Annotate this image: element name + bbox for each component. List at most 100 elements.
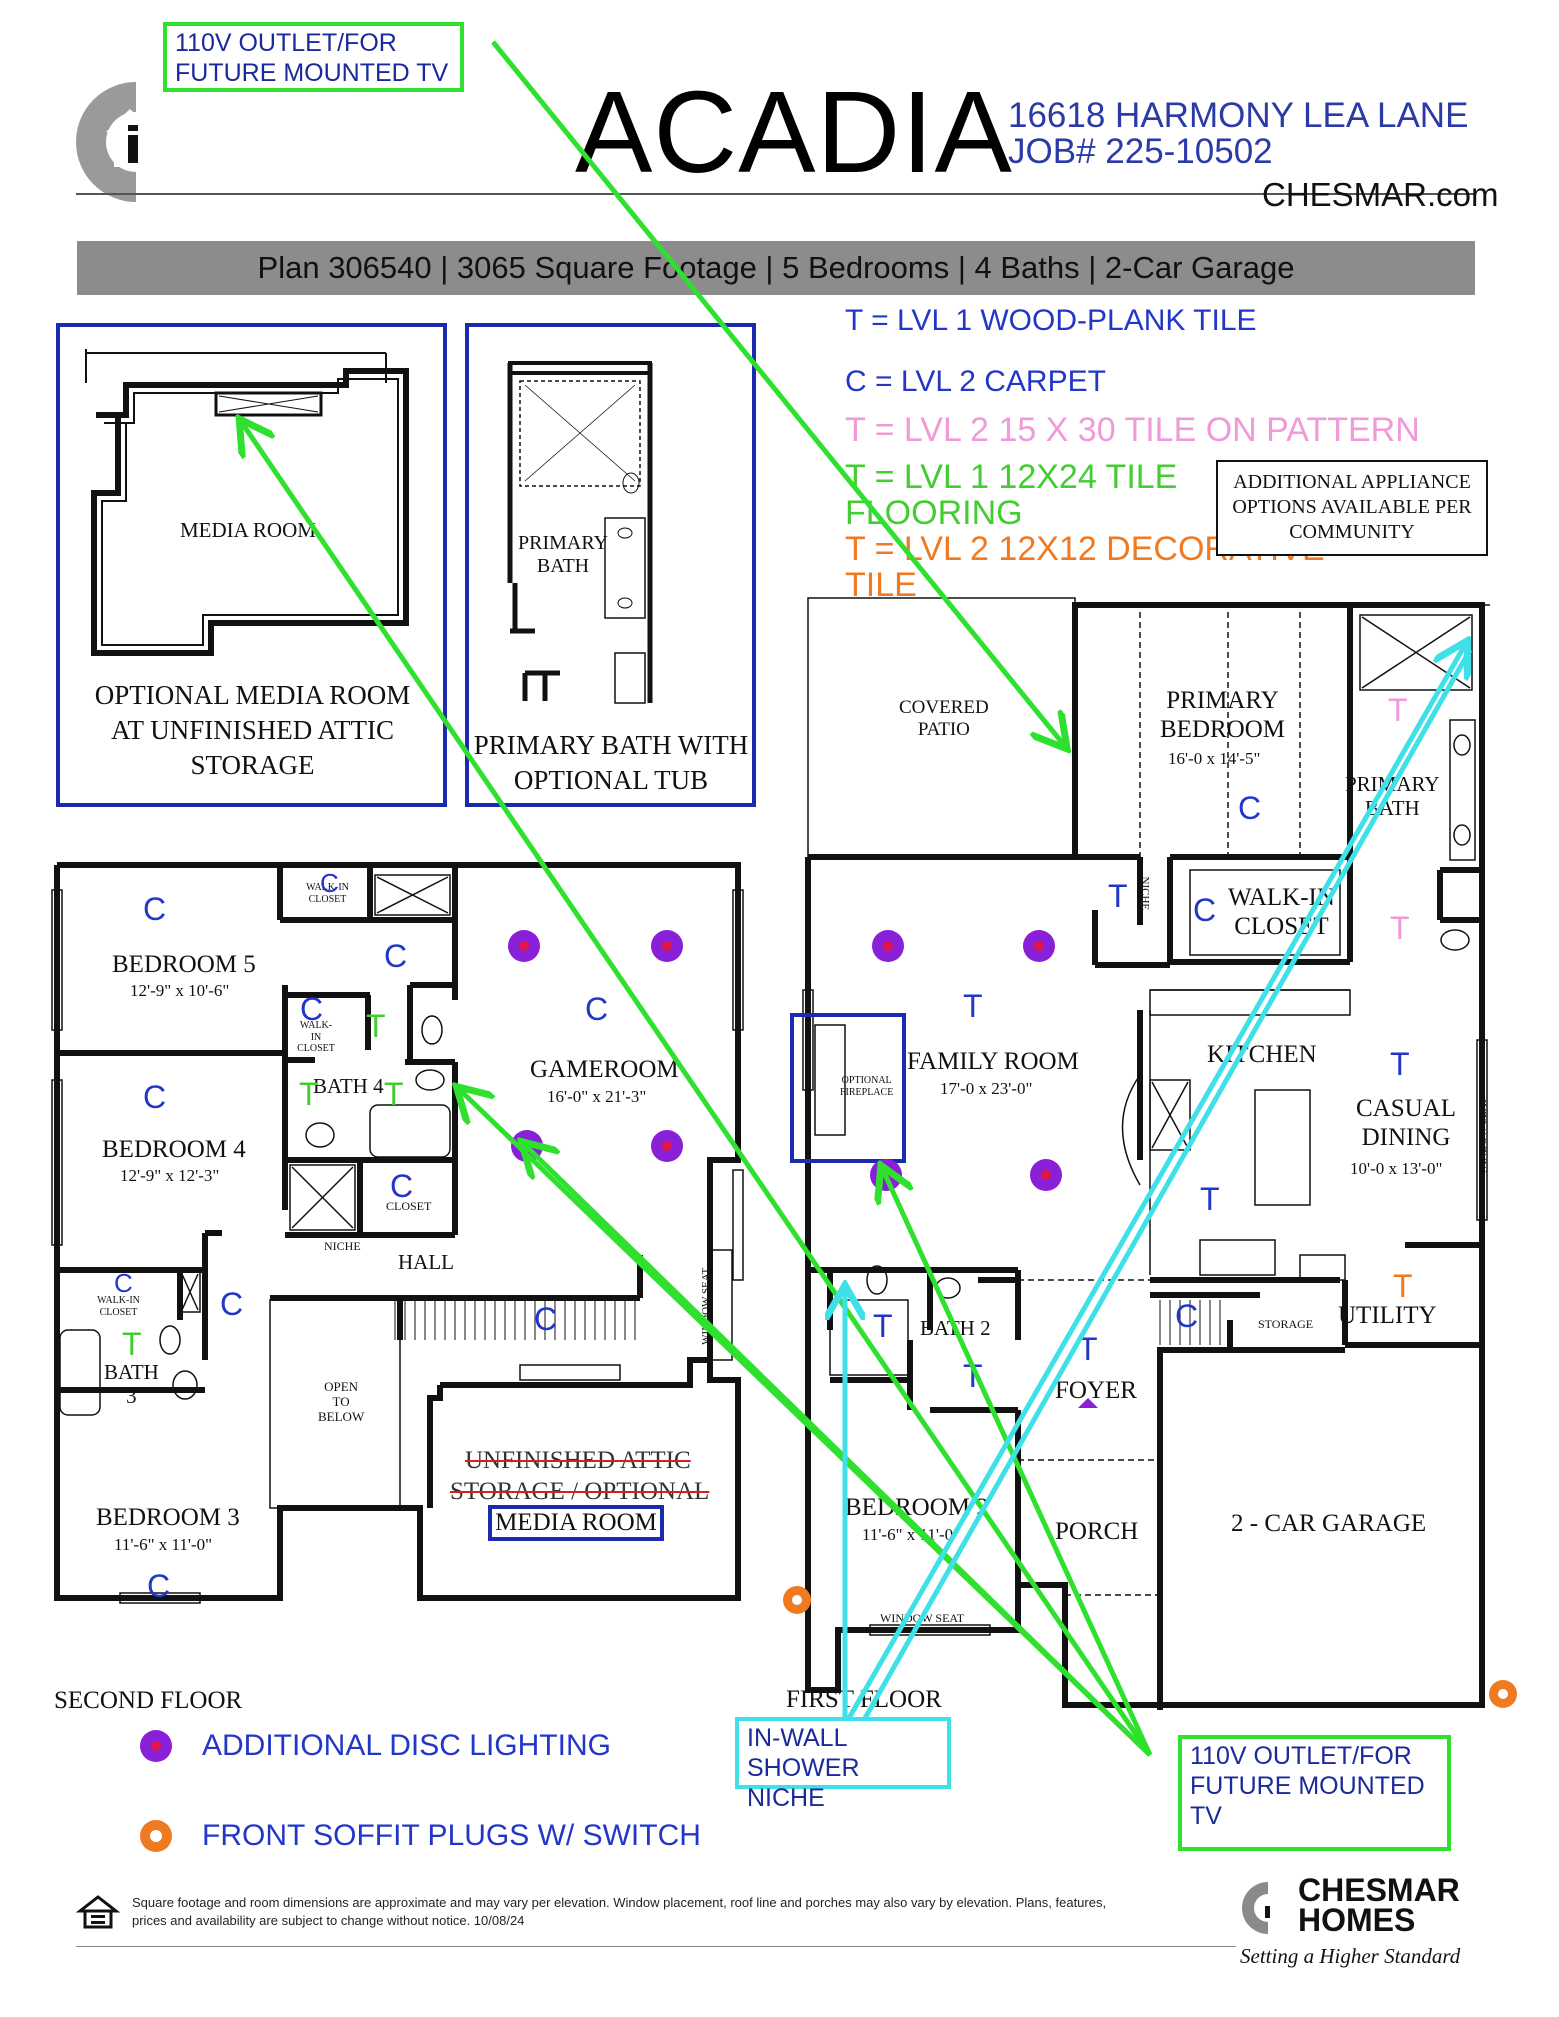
brand-tagline: Setting a Higher Standard [1240, 1944, 1461, 1968]
carpet-mark: C [534, 1301, 558, 1337]
tile-mark: T [384, 1076, 404, 1112]
casual-dining-dimensions: 10'-0 x 13'-0" [1350, 1159, 1443, 1178]
family-room-label: FAMILY ROOM [907, 1048, 1079, 1075]
primary-bedroom-label: PRIMARY BEDROOM [1160, 687, 1285, 745]
soffit-plug-legend-icon [140, 1820, 172, 1852]
appliance-options-note: ADDITIONAL APPLIANCE OPTIONS AVAILABLE P… [1216, 460, 1488, 556]
tile-mark: T [1393, 1268, 1413, 1304]
tv-outlet-callout-bottom: 110V OUTLET/FOR FUTURE MOUNTED TV [1178, 1735, 1451, 1851]
carpet-mark: C [1175, 1298, 1199, 1334]
tile-mark: T [1108, 878, 1128, 914]
callout-text-line: 110V OUTLET/FOR [175, 29, 397, 57]
tile-mark: T [299, 1076, 319, 1112]
tile-mark: T [1078, 1331, 1098, 1367]
label-line: PRIMARY [1166, 687, 1279, 714]
soffit-plugs-legend-text: FRONT SOFFIT PLUGS W/ SWITCH [202, 1819, 701, 1852]
primary-bath-label: PRIMARY BATH [1345, 772, 1440, 820]
callout-text-line: SHOWER NICHE [747, 1754, 860, 1812]
disclaimer-line: Square footage and room dimensions are a… [132, 1895, 1107, 1910]
shower-niche-callout: IN-WALL SHOWER NICHE [735, 1717, 951, 1812]
porch-label: PORCH [1055, 1518, 1139, 1545]
note-line: OPTIONS AVAILABLE PER [1232, 496, 1472, 518]
disclaimer-line: prices and availability are subject to c… [132, 1913, 525, 1929]
disclaimer: Square footage and room dimensions are a… [132, 1894, 1232, 1930]
covered-patio-label: COVERED PATIO [899, 697, 989, 741]
utility-label: UTILITY [1338, 1302, 1437, 1329]
website-label: CHESMAR.com [1262, 176, 1499, 213]
callout-text-line: IN-WALL [747, 1724, 848, 1752]
carpet-mark: C [1238, 790, 1262, 826]
bedroom3-dimensions: 11'-6" x 11'-0" [114, 1535, 213, 1554]
label-line: CLOSET [1234, 912, 1329, 940]
callout-text-line: FUTURE MOUNTED [1190, 1772, 1425, 1800]
carpet-mark: C [585, 991, 609, 1027]
walkin-closet-label-bed3: WALK-IN CLOSET [97, 1295, 140, 1318]
tile-mark: T [1200, 1181, 1220, 1217]
disc-light-legend-icon [140, 1730, 172, 1762]
disc-lighting-legend-text: ADDITIONAL DISC LIGHTING [202, 1729, 611, 1762]
label-line: WALK-IN [1228, 884, 1335, 911]
primary-bedroom-dimensions: 16'-0 x 14'-5" [1168, 749, 1261, 768]
niche-label-1f: NICHE [1139, 876, 1152, 911]
carpet-mark: C [320, 868, 339, 898]
bedroom2-dimensions: 11'-6" x 11'-0" [862, 1525, 961, 1544]
window-seat-label-dining: WINDOW SEAT [1477, 1097, 1490, 1175]
carpet-mark: C [143, 1079, 167, 1115]
second-floor-title: SECOND FLOOR [54, 1687, 243, 1714]
label-line: DINING [1361, 1123, 1451, 1151]
storage-label: STORAGE [1258, 1317, 1314, 1331]
bedroom3-label: BEDROOM 3 [96, 1504, 240, 1531]
window-seat-label-bed2: WINDOW SEAT [880, 1611, 965, 1625]
address-line: 16618 HARMONY LEA LANE [1008, 96, 1469, 135]
tv-outlet-callout-top: 110V OUTLET/FOR FUTURE MOUNTED TV [163, 22, 464, 92]
tile-mark: T [366, 1008, 386, 1044]
carpet-mark: C [1193, 892, 1217, 928]
label-line: PATIO [917, 718, 970, 740]
brand-homes: HOMES [1298, 1902, 1416, 1938]
callout-text-line: 110V OUTLET/FOR [1190, 1742, 1412, 1770]
casual-dining-label: CASUAL DINING [1356, 1095, 1456, 1153]
family-room-dimensions: 17'-0 x 23'-0" [940, 1079, 1033, 1098]
carpet-mark: C [143, 891, 167, 927]
kitchen-label: KITCHEN [1207, 1041, 1317, 1068]
bath2-label: BATH 2 [920, 1316, 991, 1340]
carpet-mark: C [384, 938, 408, 974]
bedroom5-dimensions: 12'-9" x 10'-6" [130, 981, 230, 1000]
label-line: 3 [126, 1384, 137, 1409]
walkin-closet-label-1f: WALK-IN CLOSET [1228, 884, 1335, 942]
tile-mark: T [1390, 1046, 1410, 1082]
carpet-mark: C [114, 1268, 133, 1298]
optional-fireplace-box [790, 1013, 906, 1163]
carpet-mark: C [300, 991, 324, 1027]
bedroom4-dimensions: 12'-9" x 12'-3" [120, 1166, 220, 1185]
callout-text-line: TV [1190, 1802, 1222, 1830]
bedroom4-label: BEDROOM 4 [102, 1136, 246, 1163]
label-line: BATH [1364, 796, 1420, 821]
tile-mark: T [963, 988, 983, 1024]
brand-chesmar: CHESMAR [1298, 1872, 1460, 1908]
tile-mark: T [1388, 692, 1408, 728]
label-line: COVERED [899, 697, 989, 718]
carpet-mark: C [147, 1568, 171, 1604]
equal-housing-icon [76, 1895, 120, 1929]
bedroom2-label: BEDROOM 2 [845, 1494, 989, 1521]
label-line: PRIMARY [1345, 772, 1440, 796]
tile-mark: T [873, 1308, 893, 1344]
first-floor-title: FIRST FLOOR [786, 1686, 942, 1713]
note-line: COMMUNITY [1289, 521, 1415, 543]
footer-rule [76, 1946, 1236, 1947]
bath3-label: BATH 3 [104, 1360, 159, 1408]
tile-mark: T [122, 1326, 142, 1362]
foyer-label: FOYER [1055, 1377, 1137, 1404]
chesmar-logo-mark [76, 82, 154, 202]
garage-label: 2 - CAR GARAGE [1231, 1510, 1427, 1537]
tile-mark: T [1390, 910, 1410, 946]
carpet-mark: C [390, 1168, 414, 1204]
tile-mark: T [963, 1358, 983, 1394]
label-line: BATH [104, 1360, 159, 1384]
callout-text-line: FUTURE MOUNTED TV [175, 59, 449, 87]
label-line: CASUAL [1356, 1095, 1457, 1122]
carpet-mark: C [220, 1286, 244, 1322]
bedroom5-label: BEDROOM 5 [112, 951, 256, 978]
